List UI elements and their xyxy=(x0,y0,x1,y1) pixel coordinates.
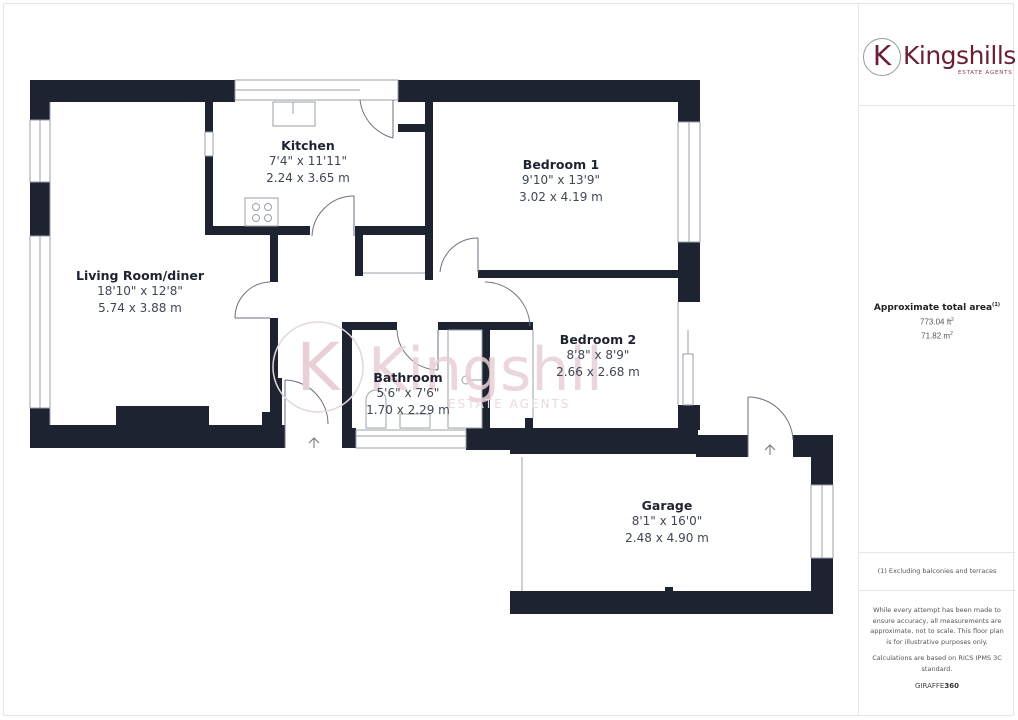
room-name: Kitchen xyxy=(281,138,335,153)
info-sidebar: K Kingshills ESTATE AGENTS Approximate t… xyxy=(858,3,1016,716)
provider-brand: GIRAFFE360 xyxy=(915,682,959,690)
brand-name: Kingshills xyxy=(903,41,1016,70)
floor-plan-drawing xyxy=(29,79,834,614)
room-dim-metric: 2.24 x 3.65 m xyxy=(266,171,350,185)
room-dim-imperial: 18'10" x 12'8" xyxy=(97,284,183,298)
room-dim-imperial: 5'6" x 7'6" xyxy=(376,386,440,400)
room-label-bedroom-1: Bedroom 1 9'10" x 13'9" 3.02 x 4.19 m xyxy=(519,157,603,206)
room-dim-metric: 3.02 x 4.19 m xyxy=(519,190,603,204)
room-label-living-room: Living Room/diner 18'10" x 12'8" 5.74 x … xyxy=(76,268,204,317)
logo-k-icon: K xyxy=(863,38,901,76)
room-dim-metric: 2.66 x 2.68 m xyxy=(556,365,640,379)
room-name: Living Room/diner xyxy=(75,268,205,283)
room-dim-imperial: 9'10" x 13'9" xyxy=(521,173,601,187)
room-name: Bathroom xyxy=(373,370,443,385)
room-name: Bedroom 1 xyxy=(522,157,600,172)
room-dim-imperial: 8'8" x 8'9" xyxy=(566,348,630,362)
room-label-bathroom: Bathroom 5'6" x 7'6" 1.70 x 2.29 m xyxy=(366,370,450,419)
room-label-kitchen: Kitchen 7'4" x 11'11" 2.24 x 3.65 m xyxy=(266,138,350,187)
room-dim-imperial: 7'4" x 11'11" xyxy=(268,154,348,168)
area-sqft: 773.04 ft2 xyxy=(920,317,954,327)
floor-plan: K Kingshills ESTATE AGENTS Kitchen 7'4" … xyxy=(29,79,834,614)
room-dim-metric: 1.70 x 2.29 m xyxy=(366,403,450,417)
room-dim-metric: 5.74 x 3.88 m xyxy=(98,301,182,315)
room-name: Bedroom 2 xyxy=(559,332,637,347)
room-label-garage: Garage 8'1" x 16'0" 2.48 x 4.90 m xyxy=(625,498,709,547)
disclaimer-section: While every attempt has been made to ens… xyxy=(859,591,1015,716)
room-label-bedroom-2: Bedroom 2 8'8" x 8'9" 2.66 x 2.68 m xyxy=(556,332,640,381)
brand-logo: K Kingshills ESTATE AGENTS xyxy=(863,38,1016,78)
footnote-text: (1) Excluding balconies and terraces xyxy=(877,567,997,575)
footnote-section: (1) Excluding balconies and terraces xyxy=(859,553,1015,591)
area-section: Approximate total area(1) 773.04 ft2 71.… xyxy=(859,106,1015,553)
disclaimer-text: While every attempt has been made to ens… xyxy=(870,606,1004,646)
room-dim-imperial: 8'1" x 16'0" xyxy=(631,514,703,528)
area-title: Approximate total area(1) xyxy=(873,302,1001,313)
logo-section: K Kingshills ESTATE AGENTS xyxy=(859,3,1016,106)
page-frame xyxy=(3,3,1014,716)
area-sqm: 71.82 m2 xyxy=(921,330,953,341)
brand-tagline: ESTATE AGENTS xyxy=(958,70,1013,76)
room-dim-metric: 2.48 x 4.90 m xyxy=(625,531,709,545)
calc-standard-text: Calculations are based on RICS IPMS 3C s… xyxy=(872,654,1002,673)
room-name: Garage xyxy=(641,498,693,513)
